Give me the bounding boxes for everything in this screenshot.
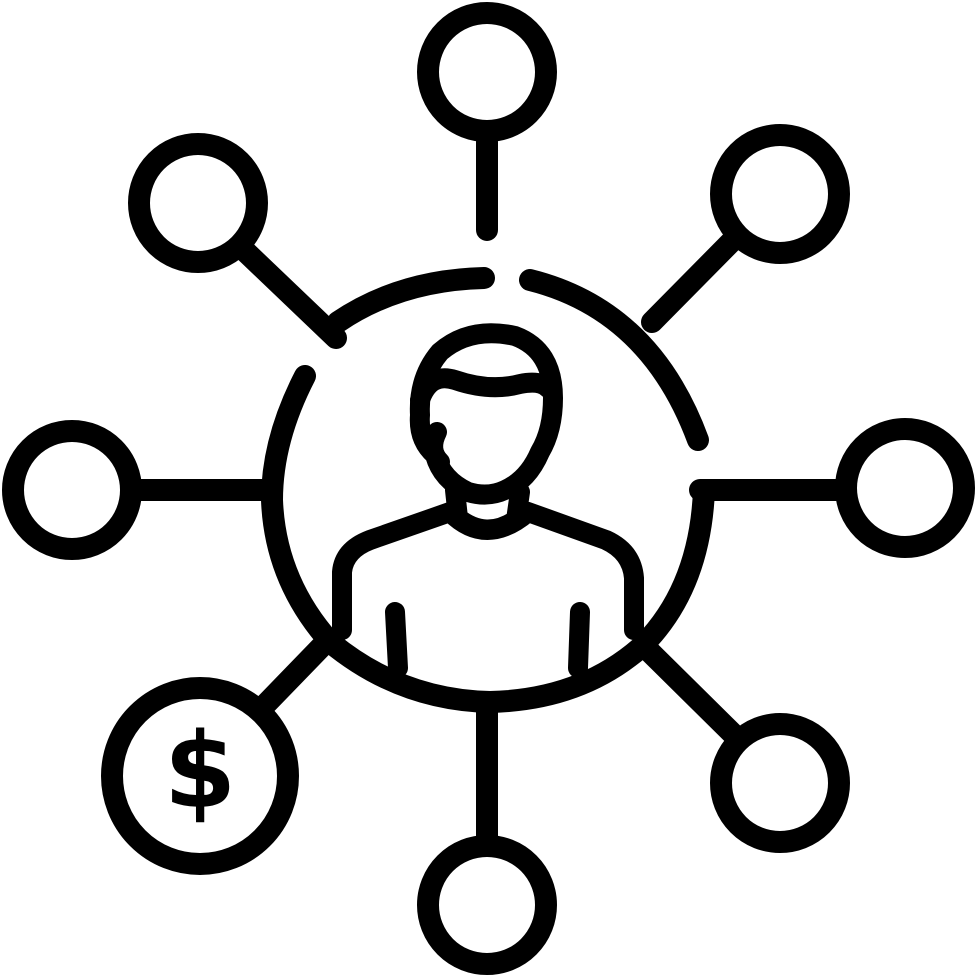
ring-arc-bottom bbox=[319, 479, 715, 713]
dollar-sign: $ bbox=[164, 710, 236, 832]
spoke-top-left bbox=[235, 241, 347, 349]
node-top bbox=[417, 2, 557, 142]
spokes bbox=[129, 131, 847, 847]
person-arm-right bbox=[568, 602, 590, 678]
spoke-top-right bbox=[641, 229, 744, 333]
node-dollar bbox=[101, 677, 299, 875]
ring-arc-top-left bbox=[327, 267, 495, 333]
spoke-bottom-right bbox=[637, 639, 746, 747]
person-arm-left bbox=[385, 602, 408, 678]
ring-arc-top-right bbox=[519, 269, 709, 451]
ring-arc-left bbox=[261, 365, 341, 653]
node-bottom-right bbox=[710, 713, 850, 853]
central-ring bbox=[261, 267, 715, 713]
spoke-bottom-left bbox=[253, 631, 337, 717]
node-left bbox=[2, 420, 142, 560]
node-top-left bbox=[128, 133, 268, 273]
person-ear bbox=[423, 422, 450, 472]
person-shoulders bbox=[332, 502, 644, 640]
person-figure bbox=[332, 323, 644, 678]
node-right bbox=[835, 418, 975, 558]
node-bottom bbox=[417, 835, 557, 975]
person-hair bbox=[410, 368, 558, 410]
node-top-right bbox=[710, 124, 850, 264]
